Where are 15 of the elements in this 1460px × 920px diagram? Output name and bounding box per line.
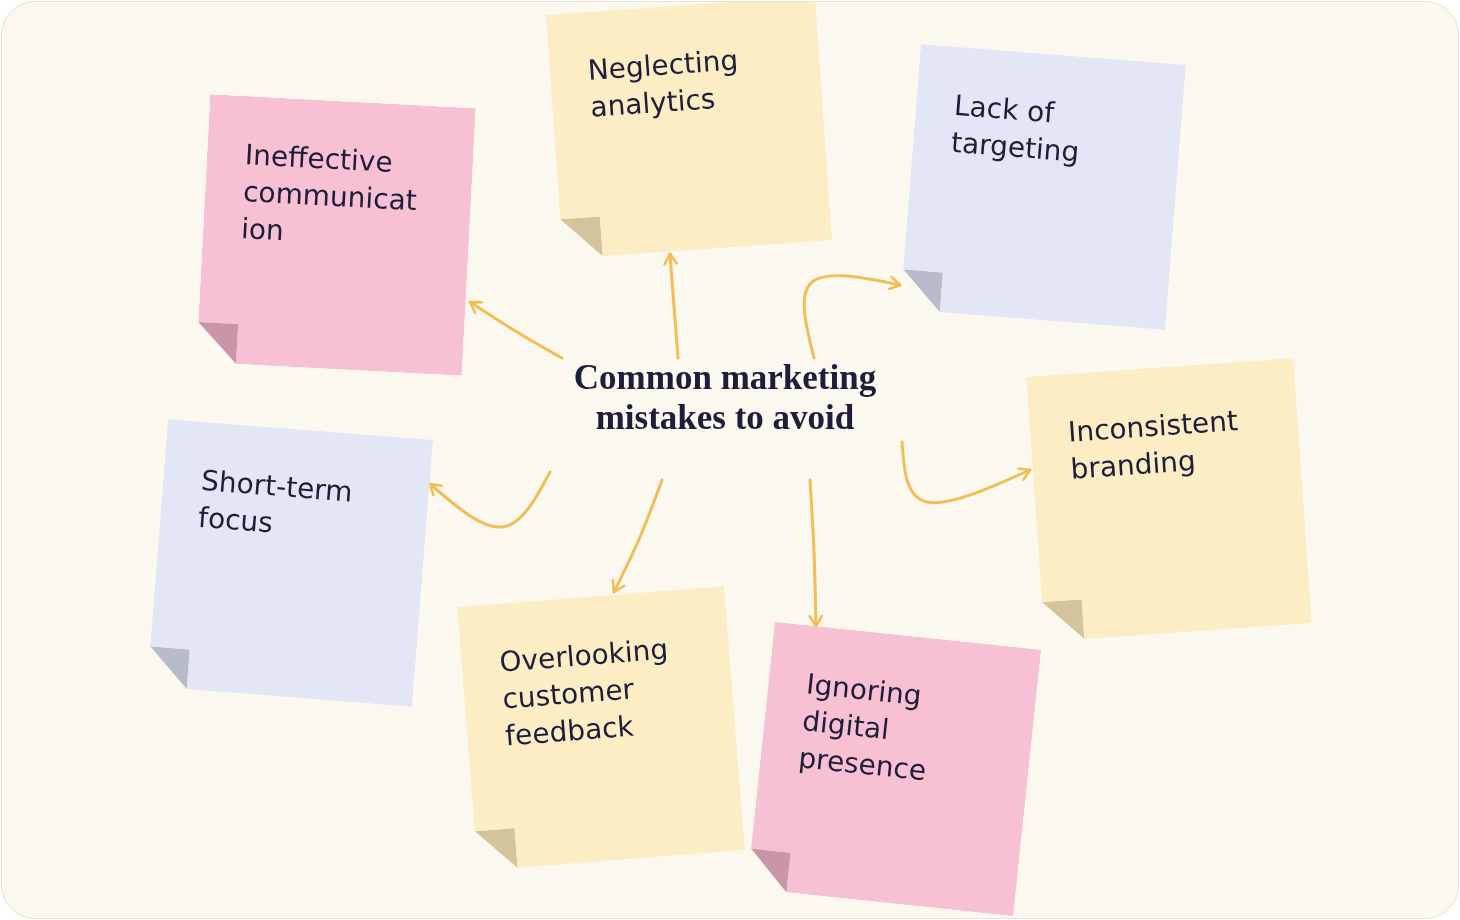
topic-text: Common marketing mistakes to avoid bbox=[550, 358, 900, 438]
note-text: Ineffective communicat ion bbox=[240, 137, 419, 250]
curved-arrow bbox=[808, 478, 824, 628]
curved-arrow bbox=[900, 440, 1032, 505]
curved-arrow bbox=[802, 274, 902, 360]
curved-arrow bbox=[428, 470, 552, 529]
note-text: Inconsistent branding bbox=[1066, 403, 1240, 488]
note-text: Ignoring digital presence bbox=[796, 666, 929, 790]
note-text: Short-term focus bbox=[196, 462, 355, 542]
curved-arrow bbox=[468, 300, 564, 360]
note-text: Overlooking customer feedback bbox=[498, 631, 671, 754]
note-text: Lack of targeting bbox=[949, 87, 1082, 171]
note-text: Neglecting analytics bbox=[586, 41, 741, 126]
curved-arrow bbox=[663, 252, 680, 360]
curved-arrow bbox=[611, 478, 664, 594]
